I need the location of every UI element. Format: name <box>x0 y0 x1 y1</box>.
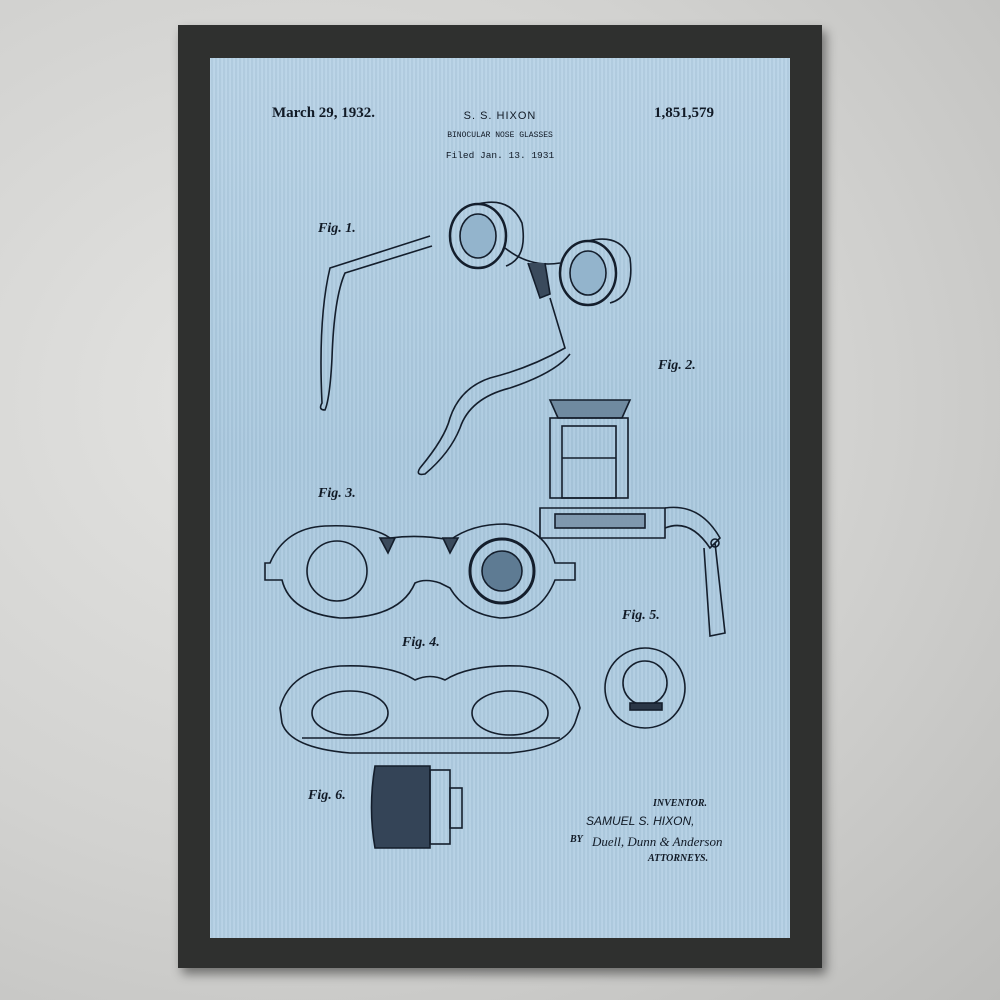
fig1-drawing <box>321 202 631 474</box>
attorneys-label: ATTORNEYS. <box>648 853 708 864</box>
inventor-label: INVENTOR. <box>653 798 707 809</box>
patent-print: March 29, 1932. 1,851,579 S. S. HIXON BI… <box>210 58 790 938</box>
fig6-drawing <box>372 766 463 848</box>
inventor-name: SAMUEL S. HIXON, <box>586 814 694 828</box>
attorneys-signature: Duell, Dunn & Anderson <box>592 834 722 850</box>
fig2-drawing <box>540 400 725 636</box>
fig5-drawing <box>605 648 685 728</box>
fig3-label: Fig. 3. <box>318 486 356 502</box>
fig4-label: Fig. 4. <box>402 635 440 651</box>
by-label: BY <box>570 834 583 845</box>
fig6-label: Fig. 6. <box>308 788 346 804</box>
fig2-label: Fig. 2. <box>658 358 696 374</box>
fig5-label: Fig. 5. <box>622 608 660 624</box>
fig4-drawing <box>280 666 580 753</box>
fig3-drawing <box>265 524 575 618</box>
fig1-label: Fig. 1. <box>318 221 356 237</box>
